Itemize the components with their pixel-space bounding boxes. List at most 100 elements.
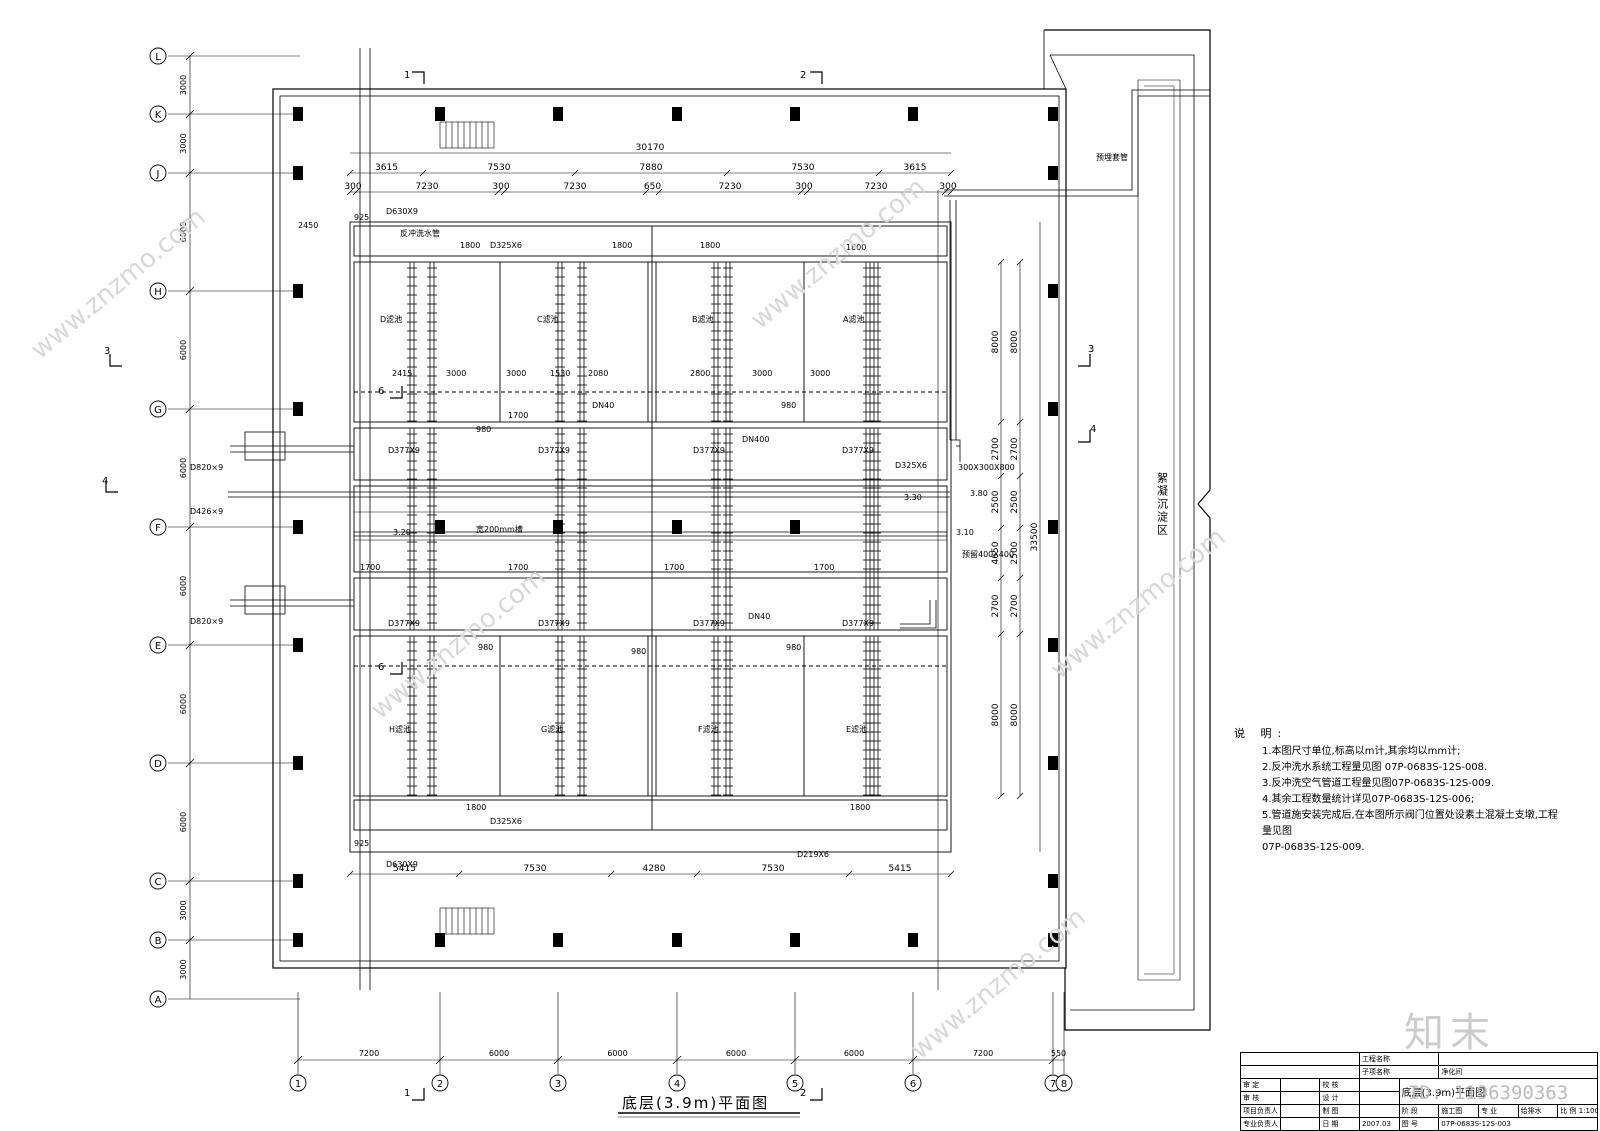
dim-tick <box>947 870 955 878</box>
column <box>435 933 445 947</box>
column <box>672 107 682 121</box>
dim-tick <box>947 169 955 177</box>
dim-tick <box>185 876 195 886</box>
grid-label: 1 <box>295 1079 301 1090</box>
dim-label: 3000 <box>446 369 466 378</box>
column <box>293 166 303 180</box>
note-item: 4.其余工程数量统计详见07P-0683S-12S-006; <box>1262 794 1475 805</box>
grid-label: C <box>155 877 162 888</box>
row-spacing-label: 3000 <box>179 900 188 920</box>
pipe-ladders <box>407 262 881 796</box>
column <box>293 107 303 121</box>
column <box>435 107 445 121</box>
column <box>293 520 303 534</box>
dim-label: 2450 <box>298 221 318 230</box>
column <box>293 402 303 416</box>
drawing-title: 底层(3.9m)平面图 <box>622 1094 769 1112</box>
dim-tick <box>553 1055 563 1065</box>
dim-tick <box>941 188 949 196</box>
dim-tick <box>419 169 427 177</box>
dim-label: 1800 <box>612 241 632 250</box>
elevation-label: 3.20 <box>393 528 411 537</box>
dim-tick <box>185 404 195 414</box>
dim-tick <box>672 1055 682 1065</box>
grid-label: 6 <box>910 1079 916 1090</box>
tb-scale-value: 1:100 <box>1578 1107 1598 1115</box>
dim-label: 980 <box>476 425 491 434</box>
watermark-site: www.znzmo.com <box>1045 522 1231 685</box>
col-spacing-label: 550 <box>1051 1049 1066 1058</box>
dim-tick <box>346 870 354 878</box>
dim-tick <box>1016 630 1024 638</box>
right-dim-label: 8000 <box>1010 703 1020 726</box>
dim-tick <box>1048 1055 1058 1065</box>
dim-label: 1700 <box>508 563 528 572</box>
pipe-label: D630X9 <box>386 207 418 216</box>
tb-specialty: 专 业 <box>1477 1104 1519 1118</box>
right-dim-label: 2500 <box>1010 541 1020 564</box>
section-mark: 1 <box>404 70 410 81</box>
grid-bubble <box>549 1074 567 1092</box>
column <box>672 933 682 947</box>
dim-tick <box>947 188 955 196</box>
drawing-title-group: 底层(3.9m)平面图 <box>618 1094 800 1118</box>
dim-tick <box>723 169 731 177</box>
dim-label: 1800 <box>466 803 486 812</box>
grid-bubble <box>431 1074 449 1092</box>
dim-label: 1800 <box>846 243 866 252</box>
tb-stage-value: 施工图 <box>1438 1104 1479 1118</box>
grid-label: H <box>154 287 162 298</box>
dim-tick <box>803 188 811 196</box>
pipe-label: D325X6 <box>490 817 522 826</box>
dim-label: 2800 <box>690 369 710 378</box>
dim-tick <box>693 870 701 878</box>
top-dim-label: 3615 <box>904 163 927 173</box>
top-dim-label: 7530 <box>488 163 511 173</box>
dim-label: 3000 <box>752 369 772 378</box>
tb-lead: 项目负责人 <box>1240 1104 1281 1118</box>
filter-label: C滤池 <box>537 314 559 324</box>
grid-label: B <box>155 936 162 947</box>
column <box>1048 638 1058 652</box>
grid-bubble <box>149 931 167 949</box>
pipe-label: D219X6 <box>797 850 829 859</box>
dim-tick <box>185 758 195 768</box>
notes-title: 说 明: <box>1234 727 1288 740</box>
column <box>553 107 563 121</box>
dim-tick <box>997 524 1005 532</box>
col-spacing-label: 6000 <box>844 1049 864 1058</box>
tb-designer: 设 计 <box>1319 1091 1360 1105</box>
dim-tick <box>997 258 1005 266</box>
pipe-label: D377X9 <box>538 619 570 628</box>
tb-check: 审 核 <box>1240 1091 1281 1105</box>
dim-label: 980 <box>786 643 801 652</box>
top-dim-label: 300 <box>795 182 812 192</box>
title-block: 工程名称 子项名称 净化间 审 定 校 核 底层(3.9m)平面图 审 核 设 … <box>1240 1052 1599 1131</box>
dim-tick <box>185 286 195 296</box>
grid-bubble <box>904 1074 922 1092</box>
dim-tick <box>1016 418 1024 426</box>
grid-bubble <box>289 1074 307 1092</box>
pipe-note: 预留400X400 <box>962 549 1014 559</box>
grid-bubble <box>149 164 167 182</box>
pipe-label: D377X9 <box>388 619 420 628</box>
top-dim-label: 300 <box>939 182 956 192</box>
top-dim-label: 3615 <box>375 163 398 173</box>
dim-tick <box>908 1055 918 1065</box>
dim-tick <box>455 870 463 878</box>
top-dim-label: 300 <box>344 182 361 192</box>
grid-label: 4 <box>674 1079 680 1090</box>
bottom-dim-label: 7530 <box>524 864 547 874</box>
column <box>553 933 563 947</box>
area-label: 絮凝沉淀区 <box>1156 471 1169 537</box>
pipe-label: D377X9 <box>842 446 874 455</box>
note-item: 2.反冲洗水系统工程量见图 07P-0683S-12S-008. <box>1262 762 1488 773</box>
top-dim-label: 7230 <box>416 182 439 192</box>
title-block-table: 工程名称 子项名称 净化间 审 定 校 核 底层(3.9m)平面图 审 核 设 … <box>1240 1052 1599 1131</box>
overall-width-label: 30170 <box>636 143 665 153</box>
row-spacing-label: 3000 <box>179 75 188 95</box>
dim-tick <box>997 472 1005 480</box>
bottom-dim-label: 5415 <box>889 864 912 874</box>
dim-label: 925 <box>354 839 369 848</box>
column <box>908 107 918 121</box>
